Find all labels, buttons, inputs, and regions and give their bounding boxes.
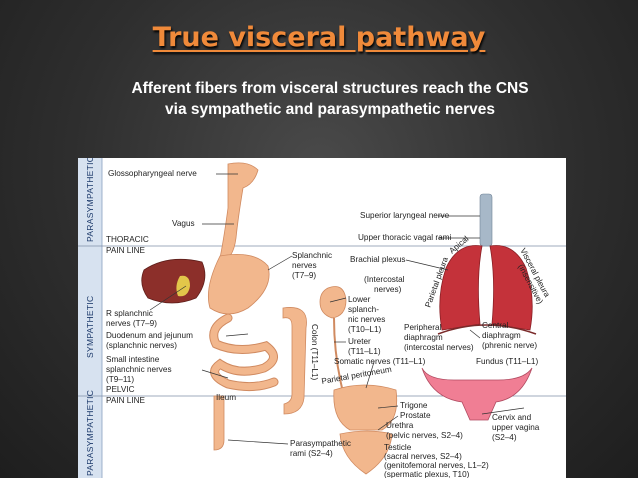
label-small-intestine-2: splanchnic nerves: [106, 365, 172, 374]
label-glossopharyngeal: Glossopharyngeal nerve: [108, 169, 197, 178]
stomach-shape: [207, 253, 270, 315]
label-r-splanchnic-1: R splanchnic: [106, 309, 153, 318]
label-colon: Colon (T11–L1): [310, 324, 319, 381]
sidebar-band: [78, 158, 102, 478]
leader-lines: [149, 173, 525, 445]
diaphragm-shape: [437, 324, 537, 335]
label-duodenum-1: Duodenum and jejunum: [106, 331, 193, 340]
label-ileum: Ileum: [216, 393, 236, 402]
label-testicle-4: (spermatic plexus, T10): [384, 470, 470, 478]
label-splanchnic-1: Splanchnic: [292, 251, 332, 260]
label-superior-laryngeal: Superior laryngeal nerve: [360, 211, 450, 220]
subtitle-line-1: Afferent fibers from visceral structures…: [131, 80, 529, 97]
label-lower-splanchnic-1: Lower: [348, 295, 371, 304]
label-lower-splanchnic-2: splanch-: [348, 305, 379, 314]
label-splanchnic-3: (T7–9): [292, 271, 316, 280]
label-duodenum-2: (splanchnic nerves): [106, 341, 177, 350]
label-cervix-1: Cervix and: [492, 413, 532, 422]
label-ureter-2: (T11–L1): [348, 347, 381, 356]
prostate-shape: [339, 430, 393, 475]
liver-shape: [141, 258, 206, 304]
colon-shape: [282, 307, 307, 415]
sidebar-sympathetic: SYMPATHETIC: [85, 296, 95, 359]
label-lower-splanchnic-3: nic nerves: [348, 315, 385, 324]
label-peripheral-diaphragm-2: diaphragm: [404, 333, 443, 342]
label-intercostal-2: nerves): [374, 285, 402, 294]
thoracic-pain-line-label: PAIN LINE: [106, 246, 146, 255]
label-central-diaphragm-2: diaphragm: [482, 331, 521, 340]
uterus-shape: [421, 367, 533, 421]
label-central-diaphragm-3: (phrenic nerve): [482, 341, 537, 350]
label-cervix-2: upper vagina: [492, 423, 540, 432]
label-somatic-nerves: Somatic nerves (T11–L1): [334, 357, 426, 366]
trachea-shape: [479, 193, 493, 247]
label-testicle-1: Testicle: [384, 443, 412, 452]
label-ureter-1: Ureter: [348, 337, 371, 346]
label-parasympathetic-rami-2: rami (S2–4): [290, 449, 333, 458]
rectum-shape: [213, 395, 225, 451]
subtitle-line-2: via sympathetic and parasympathetic nerv…: [165, 101, 495, 118]
label-parasympathetic-rami-1: Parasympathetic: [290, 439, 351, 448]
right-lung-shape: [489, 245, 533, 331]
label-fundus: Fundus (T11–L1): [476, 357, 538, 366]
label-splanchnic-2: nerves: [292, 261, 317, 270]
label-testicle-3: (genitofemoral nerves, L1–2): [384, 461, 489, 470]
label-small-intestine-3: (T9–11): [106, 375, 134, 384]
label-urethra-2: (pelvic nerves, S2–4): [386, 431, 463, 440]
pelvic-pain-line-label: PAIN LINE: [106, 396, 146, 405]
label-lower-splanchnic-4: (T10–L1): [348, 325, 381, 334]
label-parietal-peritoneum: Parietal peritoneum: [321, 365, 393, 386]
slide-subtitle: Afferent fibers from visceral structures…: [60, 78, 600, 120]
label-r-splanchnic-2: nerves (T7–9): [106, 319, 157, 328]
label-brachial-plexus: Brachial plexus: [350, 255, 406, 264]
label-small-intestine-1: Small intestine: [106, 355, 160, 364]
label-central-diaphragm-1: Central: [482, 321, 509, 330]
label-urethra-1: Urethra: [386, 421, 414, 430]
esophagus-shape: [219, 162, 259, 259]
left-lung-shape: [439, 245, 483, 331]
label-peripheral-diaphragm-3: (intercostal nerves): [404, 343, 474, 352]
label-trigone: Trigone: [400, 401, 428, 410]
sidebar-parasympathetic-bottom: PARASYMPATHETIC: [85, 390, 95, 476]
label-vagus: Vagus: [172, 219, 195, 228]
label-intercostal-1: (Intercostal: [364, 275, 405, 284]
slide-title: True visceral pathway: [152, 22, 486, 53]
sidebar-parasympathetic-top: PARASYMPATHETIC: [85, 158, 95, 242]
pelvic-label: PELVIC: [106, 385, 135, 394]
label-upper-thoracic-vagal: Upper thoracic vagal rami: [358, 233, 451, 242]
bladder-shape: [333, 384, 398, 431]
label-cervix-3: (S2–4): [492, 433, 517, 442]
gallbladder-shape: [176, 275, 190, 297]
anatomy-figure: PARASYMPATHETIC SYMPATHETIC PARASYMPATHE…: [78, 158, 566, 478]
digestive-tract: [207, 162, 307, 451]
label-prostate: Prostate: [400, 411, 431, 420]
thoracic-label: THORACIC: [106, 235, 149, 244]
kidney-shape: [319, 286, 347, 319]
label-peripheral-diaphragm-1: Peripheral: [404, 323, 442, 332]
label-testicle-2: (sacral nerves, S2–4): [384, 452, 462, 461]
anatomy-diagram: PARASYMPATHETIC SYMPATHETIC PARASYMPATHE…: [78, 158, 566, 478]
